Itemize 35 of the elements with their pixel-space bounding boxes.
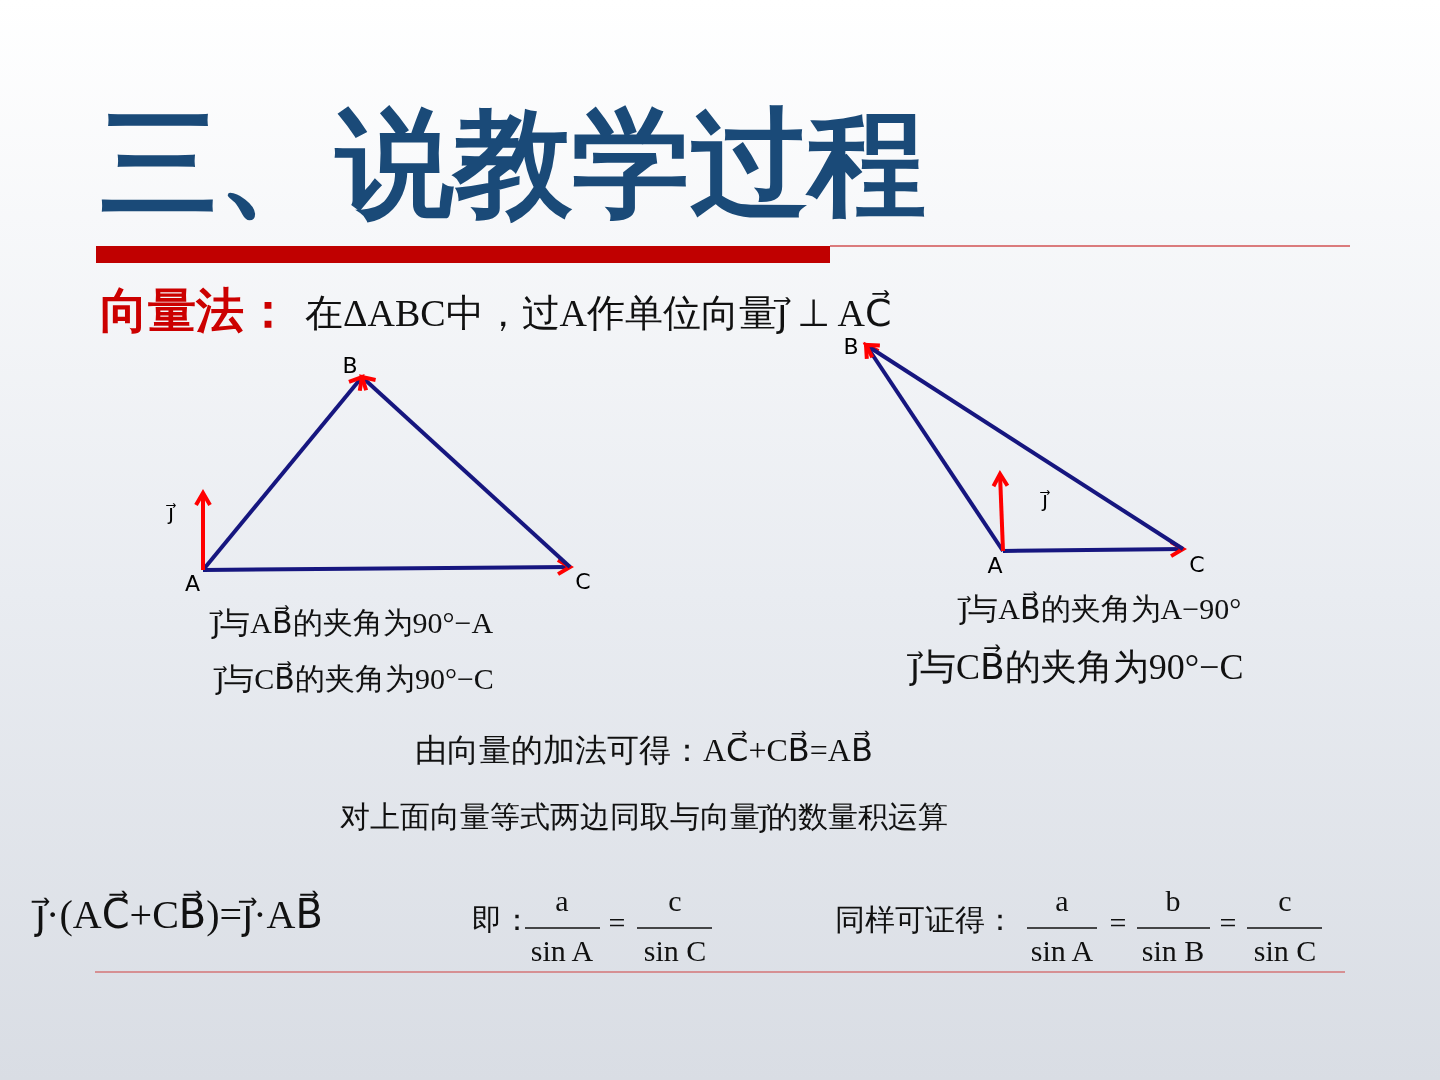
formula-text: sin C — [643, 934, 707, 969]
formula-text: a — [1055, 884, 1069, 919]
formula-text: sin C — [1253, 934, 1317, 969]
formula-text: 同样可证得： — [835, 903, 1015, 938]
vertex-label: B — [338, 353, 362, 377]
formula-text: c — [668, 884, 682, 919]
vertex-label: B — [836, 333, 866, 359]
vector-side — [864, 343, 1185, 551]
vector-side — [360, 375, 572, 569]
method-heading: 向量法： — [100, 283, 292, 339]
vector-arrow — [991, 472, 1010, 552]
vertex-label: C — [570, 567, 596, 595]
formula-text: 即： — [472, 903, 532, 938]
formula-text: b — [1165, 884, 1181, 919]
formula-text: 由向量的加法可得：AC⃗+CB⃗=AB⃗ — [415, 732, 873, 769]
formula-text: sin B — [1141, 934, 1205, 969]
formula-text: sin A — [1030, 934, 1094, 969]
formula-text: a — [555, 884, 569, 919]
vertex-label: A — [182, 570, 203, 596]
vector-side — [1002, 540, 1185, 559]
formula-text: = — [1109, 906, 1127, 941]
vector-label: j⃗ — [1000, 474, 1048, 512]
formula-text: = — [608, 906, 626, 941]
formula-text: 在ΔABC中，过A作单位向量j⃗ ⊥ AC⃗ — [305, 292, 892, 336]
slide-title: 三、说教学过程 — [100, 98, 926, 228]
formula-text: c — [1278, 884, 1292, 919]
vector-side — [203, 558, 572, 577]
vector-arrow — [194, 491, 212, 570]
vector-label: j⃗ — [168, 493, 203, 525]
vector-side — [864, 343, 1005, 553]
vertex-label: C — [1183, 549, 1211, 579]
formula-text: sin A — [530, 934, 594, 969]
formula-text: = — [1219, 906, 1237, 941]
vertex-label: A — [984, 551, 1006, 579]
formula-text: 对上面向量等式两边同取与向量j⃗的数量积运算 — [340, 800, 949, 835]
